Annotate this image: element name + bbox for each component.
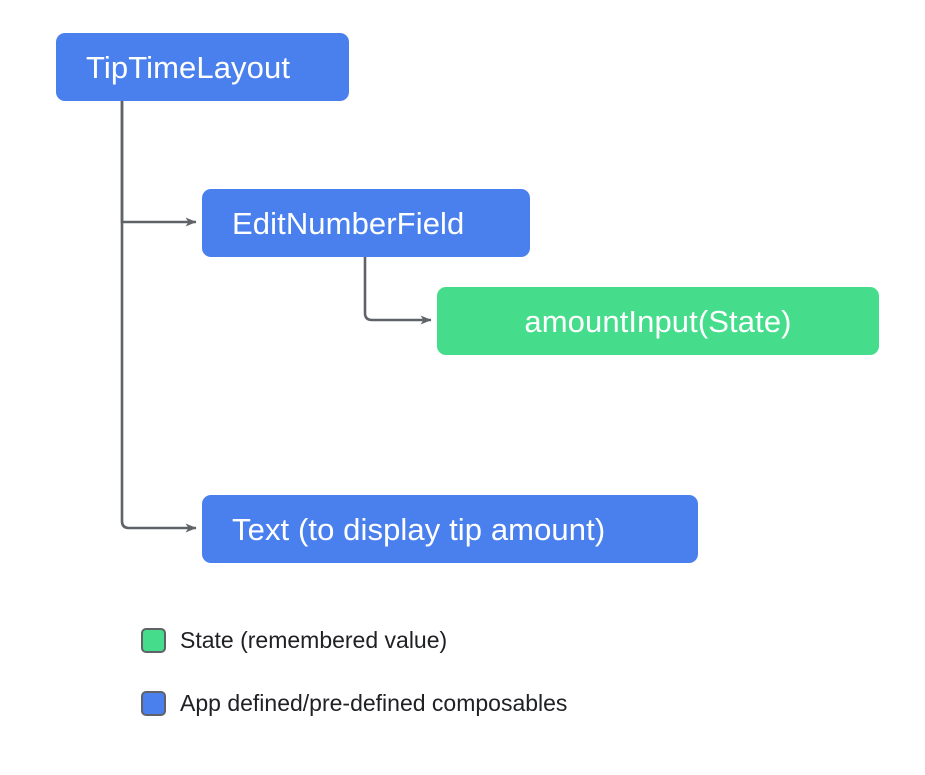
node-amountinput-label: amountInput(State) (524, 303, 792, 339)
node-editnumberfield[interactable]: EditNumberField (202, 189, 530, 257)
legend-swatch-state-icon (141, 628, 166, 653)
node-amountinput-state[interactable]: amountInput(State) (437, 287, 879, 355)
legend-label-composables: App defined/pre-defined composables (180, 690, 568, 716)
node-text-label: Text (to display tip amount) (232, 511, 606, 547)
legend-item-composables: App defined/pre-defined composables (141, 691, 567, 716)
legend-swatch-composables-icon (141, 691, 166, 716)
edge-tiptimelayout-to-text (120, 101, 197, 533)
node-tiptimelayout[interactable]: TipTimeLayout (56, 33, 349, 101)
node-tiptimelayout-label: TipTimeLayout (86, 49, 291, 85)
legend: State (remembered value) App defined/pre… (141, 628, 567, 716)
node-text-tip-amount[interactable]: Text (to display tip amount) (202, 495, 698, 563)
edge-editnumberfield-to-amountinput (363, 257, 432, 325)
edge-tiptimelayout-to-editnumberfield (120, 101, 197, 227)
legend-label-state: State (remembered value) (180, 627, 448, 653)
node-editnumberfield-label: EditNumberField (232, 205, 465, 241)
legend-item-state: State (remembered value) (141, 628, 567, 653)
